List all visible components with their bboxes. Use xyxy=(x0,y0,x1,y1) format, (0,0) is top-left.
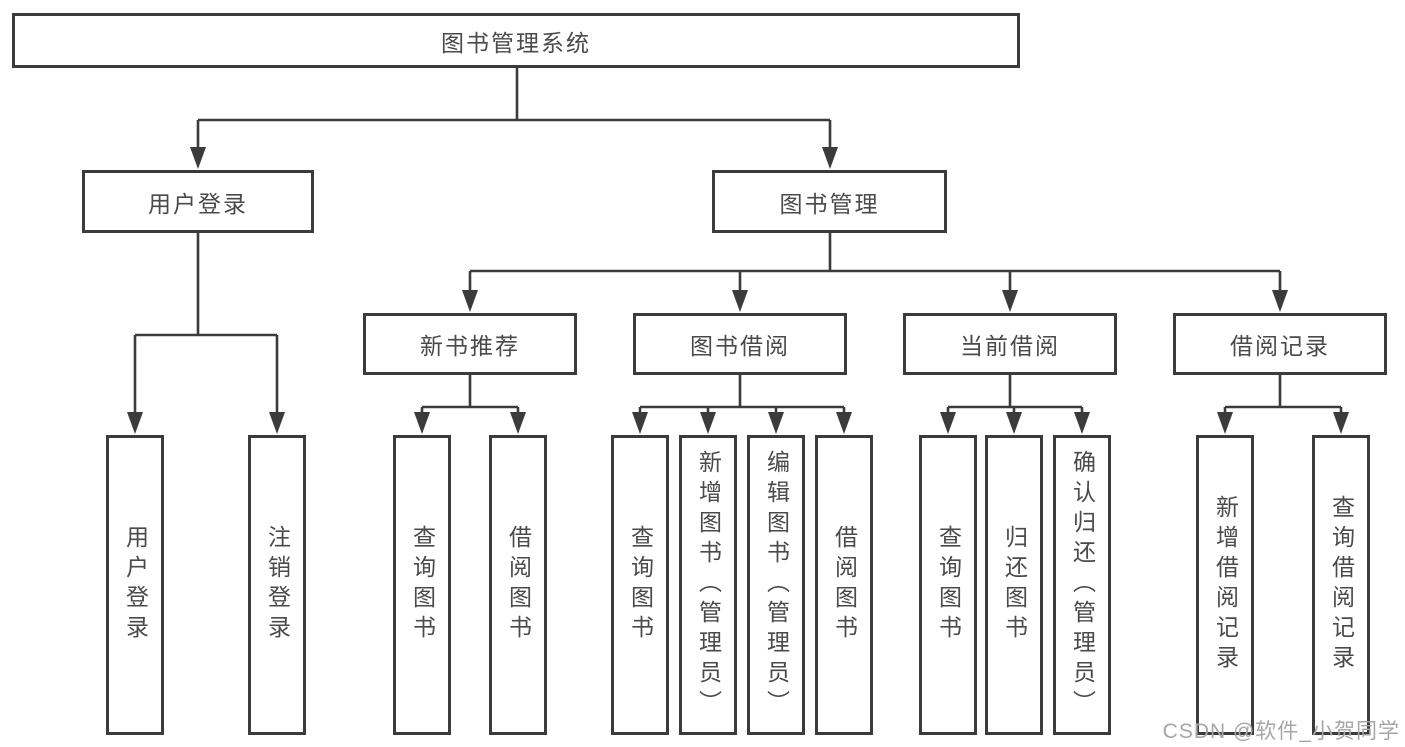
leaf-records-add: 新增借阅记录 xyxy=(1196,435,1254,735)
leaf-current-confirm-label: 确认归还（管理员） xyxy=(1069,450,1096,720)
node-current-borrow-label: 当前借阅 xyxy=(960,333,1060,359)
leaf-logout-label: 注销登录 xyxy=(264,525,291,645)
leaf-logout: 注销登录 xyxy=(248,435,306,735)
leaf-current-return: 归还图书 xyxy=(985,435,1043,735)
leaf-current-query-label: 查询图书 xyxy=(935,525,962,645)
leaf-borrow-borrow: 借阅图书 xyxy=(815,435,873,735)
leaf-current-return-label: 归还图书 xyxy=(1001,525,1028,645)
node-borrow-records: 借阅记录 xyxy=(1173,313,1387,375)
leaf-user-login-label: 用户登录 xyxy=(122,525,149,645)
leaf-borrow-borrow-label: 借阅图书 xyxy=(831,525,858,645)
node-new-book-rec-label: 新书推荐 xyxy=(420,333,520,359)
leaf-user-login: 用户登录 xyxy=(106,435,164,735)
node-root-label: 图书管理系统 xyxy=(441,29,591,56)
watermark-text: CSDN @软件_小贺同学 xyxy=(1162,720,1400,743)
leaf-records-query: 查询借阅记录 xyxy=(1312,435,1370,735)
leaf-current-query: 查询图书 xyxy=(919,435,977,735)
node-current-borrow: 当前借阅 xyxy=(903,313,1117,375)
leaf-borrow-add-label: 新增图书（管理员） xyxy=(695,450,722,720)
leaf-borrow-query-label: 查询图书 xyxy=(627,525,654,645)
leaf-borrow-edit-label: 编辑图书（管理员） xyxy=(763,450,790,720)
leaf-newbook-borrow: 借阅图书 xyxy=(489,435,547,735)
node-user-login-group-label: 用户登录 xyxy=(148,190,248,217)
leaf-newbook-query-label: 查询图书 xyxy=(409,525,436,645)
node-book-borrow: 图书借阅 xyxy=(633,313,847,375)
node-book-mgmt-group-label: 图书管理 xyxy=(779,190,880,217)
node-book-mgmt-group: 图书管理 xyxy=(712,170,947,233)
node-new-book-rec: 新书推荐 xyxy=(363,313,577,375)
node-borrow-records-label: 借阅记录 xyxy=(1230,333,1330,359)
leaf-borrow-query: 查询图书 xyxy=(611,435,669,735)
leaf-newbook-query: 查询图书 xyxy=(393,435,451,735)
node-user-login-group: 用户登录 xyxy=(82,170,314,233)
leaf-records-add-label: 新增借阅记录 xyxy=(1212,495,1239,675)
leaf-newbook-borrow-label: 借阅图书 xyxy=(505,525,532,645)
leaf-current-confirm: 确认归还（管理员） xyxy=(1053,435,1111,735)
leaf-borrow-edit: 编辑图书（管理员） xyxy=(747,435,805,735)
node-book-borrow-label: 图书借阅 xyxy=(690,333,790,359)
node-root: 图书管理系统 xyxy=(12,13,1020,68)
leaf-records-query-label: 查询借阅记录 xyxy=(1328,495,1355,675)
leaf-borrow-add: 新增图书（管理员） xyxy=(679,435,737,735)
